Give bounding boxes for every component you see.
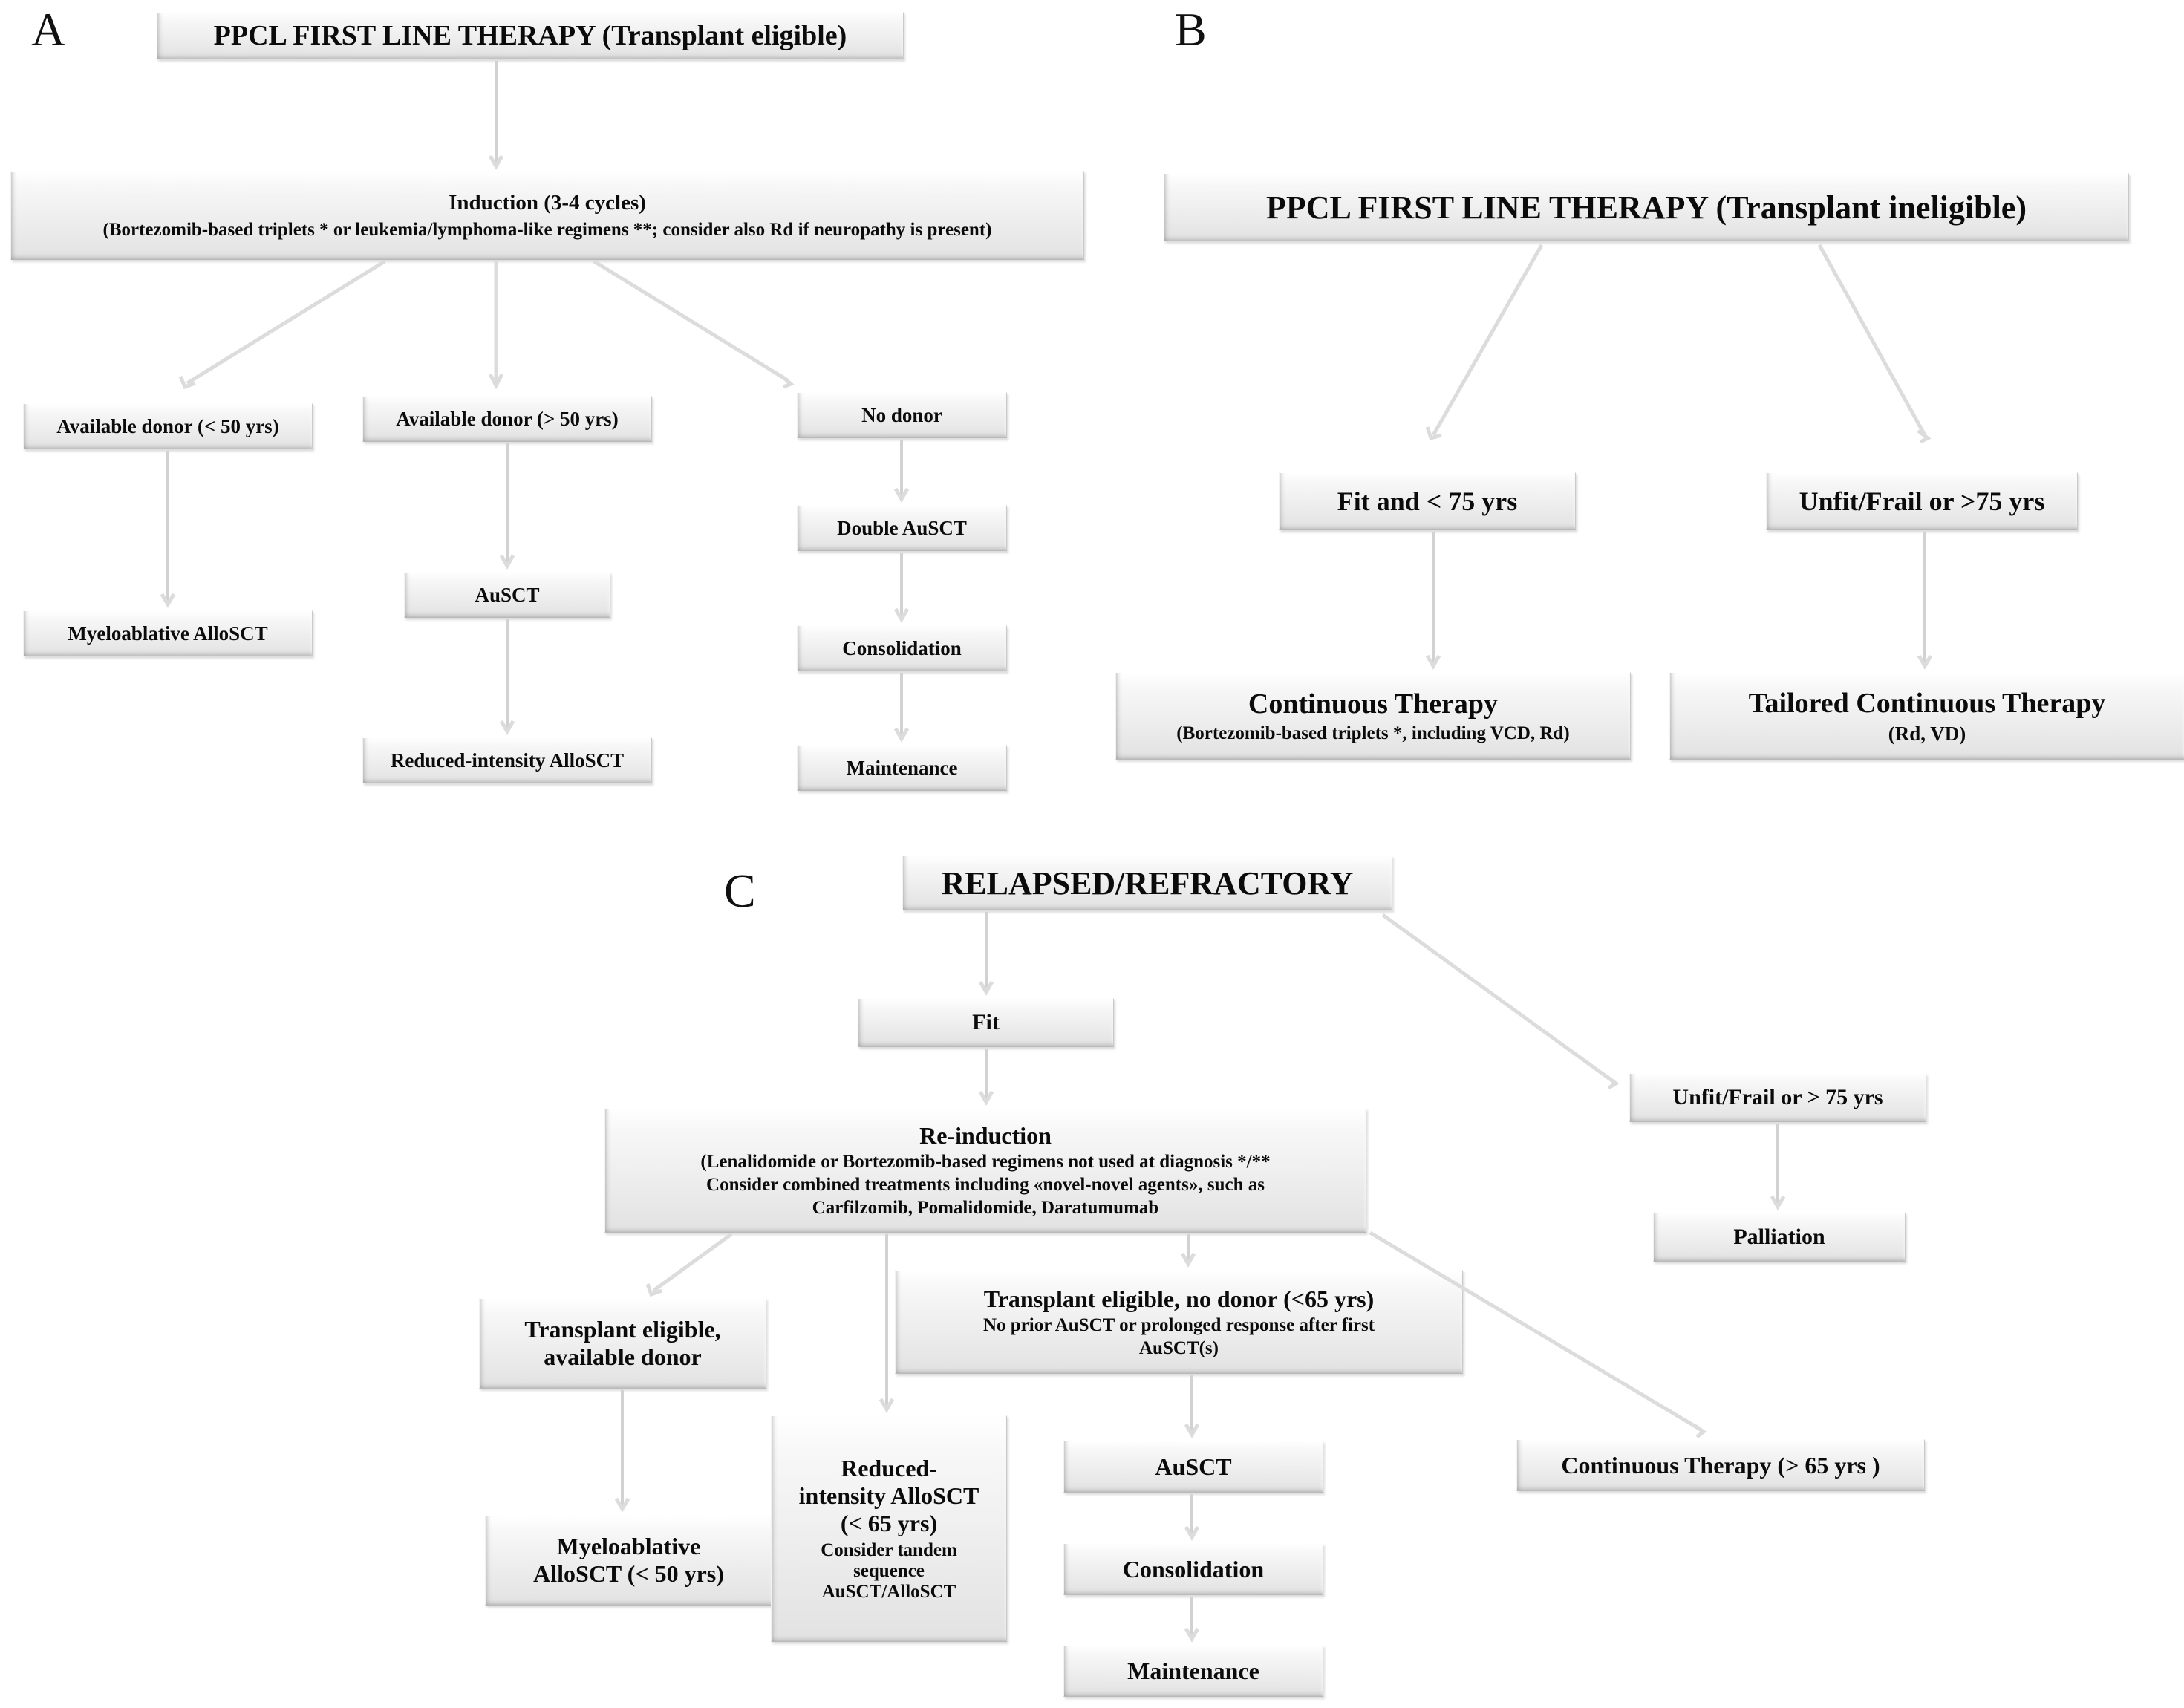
node-b-fit-lt75[interactable]: Fit and < 75 yrs — [1279, 472, 1576, 530]
node-c-continuous-gt65-text: Continuous Therapy (> 65 yrs ) — [1561, 1451, 1880, 1479]
node-c-ric-line5: sequence — [853, 1561, 925, 1581]
node-c-fit-text: Fit — [972, 1010, 1000, 1034]
node-b-continuous-therapy-line2: (Bortezomib-based triplets *, including … — [1176, 723, 1570, 743]
node-a-induction-line2: (Bortezomib-based triplets * or leukemia… — [102, 219, 992, 240]
node-a-maintenance[interactable]: Maintenance — [797, 745, 1007, 791]
node-a-consolidation-text: Consolidation — [842, 636, 962, 659]
node-a-ric-allosct-text: Reduced-intensity AlloSCT — [390, 749, 625, 772]
node-c-myelo-line2: AlloSCT (< 50 yrs) — [533, 1560, 724, 1587]
node-c-myelo-line1: Myeloablative — [556, 1533, 701, 1559]
panel-label-b: B — [1175, 3, 1207, 56]
node-c-unfit[interactable]: Unfit/Frail or > 75 yrs — [1629, 1073, 1926, 1122]
node-c-palliation-text: Palliation — [1733, 1225, 1825, 1249]
node-b-unfit-gt75-text: Unfit/Frail or >75 yrs — [1799, 486, 2045, 516]
node-c-consolidation-text: Consolidation — [1122, 1555, 1265, 1582]
node-a-maintenance-text: Maintenance — [846, 756, 958, 779]
node-a-no-donor[interactable]: No donor — [797, 392, 1007, 438]
node-c-ausct[interactable]: AuSCT — [1063, 1441, 1323, 1493]
node-a-ausct-text: AuSCT — [475, 583, 540, 606]
node-a-induction[interactable]: Induction (3-4 cycles) (Bortezomib-based… — [10, 171, 1084, 260]
node-c-ric-line2: intensity AlloSCT — [798, 1482, 979, 1509]
node-c-reinduction-line4: Carfilzomib, Pomalidomide, Daratumumab — [812, 1198, 1159, 1218]
node-c-ausct-text: AuSCT — [1155, 1453, 1232, 1480]
node-b-tailored-line1: Tailored Continuous Therapy — [1748, 687, 2106, 719]
node-c-te-nodonor-line1: Transplant eligible, no donor (<65 yrs) — [983, 1285, 1375, 1312]
node-b-continuous-therapy[interactable]: Continuous Therapy (Bortezomib-based tri… — [1115, 672, 1631, 760]
node-c-reinduction[interactable]: Re-induction (Lenalidomide or Bortezomib… — [604, 1108, 1366, 1233]
node-c-te-nodonor-line2: No prior AuSCT or prolonged response aft… — [982, 1314, 1375, 1335]
node-c-fit[interactable]: Fit — [858, 998, 1114, 1047]
node-c-ric-allosct[interactable]: Reduced- intensity AlloSCT (< 65 yrs) Co… — [771, 1415, 1007, 1642]
node-b-fit-lt75-text: Fit and < 75 yrs — [1337, 486, 1518, 516]
node-b-tailored-line2: (Rd, VD) — [1888, 722, 1966, 745]
panel-label-a: A — [31, 3, 66, 56]
node-a-myeloablative-allosct[interactable]: Myeloablative AlloSCT — [23, 610, 313, 656]
node-c-title[interactable]: RELAPSED/REFRACTORY — [902, 855, 1392, 910]
node-c-te-nodonor-line3: AuSCT(s) — [1139, 1337, 1219, 1358]
node-c-unfit-text: Unfit/Frail or > 75 yrs — [1672, 1085, 1883, 1109]
node-c-continuous-therapy-gt65[interactable]: Continuous Therapy (> 65 yrs ) — [1516, 1439, 1925, 1491]
node-c-ric-line1: Reduced- — [841, 1455, 937, 1482]
node-a-consolidation[interactable]: Consolidation — [797, 625, 1007, 671]
node-b-tailored-continuous-therapy[interactable]: Tailored Continuous Therapy (Rd, VD) — [1669, 672, 2184, 760]
node-b-continuous-therapy-line1: Continuous Therapy — [1248, 688, 1499, 720]
node-c-title-text: RELAPSED/REFRACTORY — [941, 864, 1354, 902]
node-a-induction-line1: Induction (3-4 cycles) — [449, 190, 646, 215]
node-a-double-ausct[interactable]: Double AuSCT — [797, 505, 1007, 551]
node-b-title[interactable]: PPCL FIRST LINE THERAPY (Transplant inel… — [1164, 173, 2129, 241]
node-c-transplant-eligible-nodonor[interactable]: Transplant eligible, no donor (<65 yrs) … — [895, 1270, 1463, 1374]
panel-label-c: C — [724, 864, 756, 917]
node-a-double-ausct-text: Double AuSCT — [837, 516, 967, 539]
node-c-myeloablative-allosct[interactable]: Myeloablative AlloSCT (< 50 yrs) — [485, 1515, 772, 1606]
node-a-no-donor-text: No donor — [861, 403, 942, 426]
node-c-reinduction-line1: Re-induction — [919, 1122, 1052, 1149]
node-a-ausct[interactable]: AuSCT — [404, 572, 610, 618]
node-c-ric-line6: AuSCT/AlloSCT — [821, 1582, 956, 1602]
node-c-transplant-eligible-donor[interactable]: Transplant eligible, available donor — [479, 1298, 766, 1389]
node-c-maintenance-text: Maintenance — [1127, 1657, 1259, 1684]
node-a-donor-gt50[interactable]: Available donor (> 50 yrs) — [362, 396, 652, 442]
node-a-myeloablative-allosct-text: Myeloablative AlloSCT — [68, 622, 268, 645]
node-a-donor-lt50[interactable]: Available donor (< 50 yrs) — [23, 403, 313, 449]
node-a-donor-gt50-text: Available donor (> 50 yrs) — [396, 407, 619, 430]
node-c-ric-line3: (< 65 yrs) — [840, 1510, 938, 1536]
node-c-palliation[interactable]: Palliation — [1653, 1213, 1906, 1262]
node-c-reinduction-line2: (Lenalidomide or Bortezomib-based regime… — [700, 1152, 1271, 1172]
node-a-ric-allosct[interactable]: Reduced-intensity AlloSCT — [362, 737, 652, 783]
node-c-reinduction-line3: Consider combined treatments including «… — [706, 1175, 1265, 1195]
node-c-te-donor-line2: available donor — [544, 1343, 702, 1370]
node-c-te-donor-line1: Transplant eligible, — [524, 1316, 721, 1343]
node-b-unfit-gt75[interactable]: Unfit/Frail or >75 yrs — [1766, 472, 2078, 530]
node-a-donor-lt50-text: Available donor (< 50 yrs) — [56, 414, 279, 437]
node-b-title-text: PPCL FIRST LINE THERAPY (Transplant inel… — [1266, 189, 2027, 226]
node-a-title[interactable]: PPCL FIRST LINE THERAPY (Transplant elig… — [157, 12, 904, 59]
node-c-ric-line4: Consider tandem — [821, 1540, 957, 1560]
node-c-maintenance[interactable]: Maintenance — [1063, 1645, 1323, 1697]
node-c-consolidation[interactable]: Consolidation — [1063, 1543, 1323, 1595]
node-a-title-text: PPCL FIRST LINE THERAPY (Transplant elig… — [213, 20, 847, 51]
